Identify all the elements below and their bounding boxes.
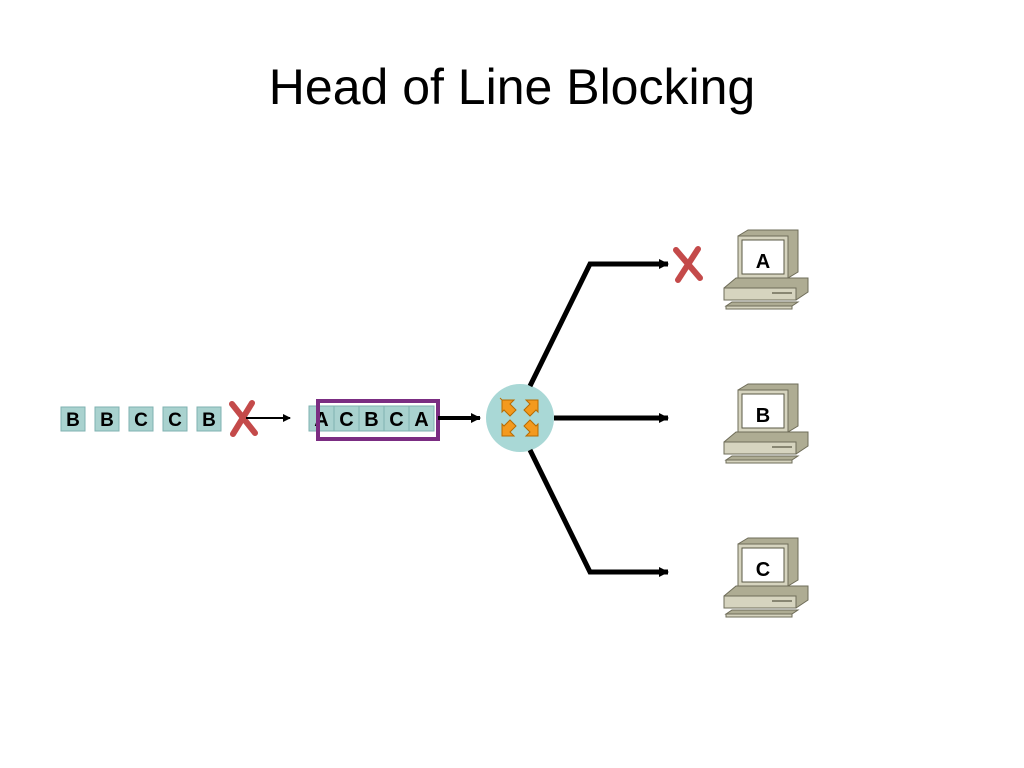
queued-packet-label: B <box>364 409 378 431</box>
host-label: A <box>756 251 770 273</box>
host-label: B <box>756 405 770 427</box>
output-path-a <box>527 259 669 388</box>
queued-packet-label: A <box>414 409 428 431</box>
computer-icon: A <box>723 229 809 310</box>
queued-packet-label: C <box>389 409 403 431</box>
queued-packet: A <box>308 405 335 432</box>
incoming-packet: B <box>94 406 120 432</box>
queued-packet: B <box>358 405 385 432</box>
incoming-packet-label: B <box>66 410 80 431</box>
incoming-packet: C <box>128 406 154 432</box>
queued-packet: A <box>408 405 435 432</box>
output-a-blocked-x-icon <box>673 246 703 283</box>
queued-packet-label: C <box>339 409 353 431</box>
computer-icon: C <box>723 537 809 618</box>
queued-packet: C <box>333 405 360 432</box>
host-label: C <box>756 559 770 581</box>
output-paths <box>527 259 669 577</box>
page-title: Head of Line Blocking <box>268 59 756 115</box>
queued-packet: C <box>383 405 410 432</box>
switch-icon <box>486 384 554 452</box>
incoming-packet: B <box>60 406 86 432</box>
incoming-packet-label: B <box>202 410 216 431</box>
incoming-packet-label: C <box>168 410 182 431</box>
computer-icon: B <box>723 383 809 464</box>
output-path-c <box>527 448 669 577</box>
incoming-packet-label: C <box>134 410 148 431</box>
hosts: A B C <box>723 229 809 618</box>
incoming-packet: B <box>196 406 222 432</box>
input-blocked-x-icon <box>229 400 258 437</box>
incoming-packet-label: B <box>100 410 114 431</box>
incoming-packet: C <box>162 406 188 432</box>
